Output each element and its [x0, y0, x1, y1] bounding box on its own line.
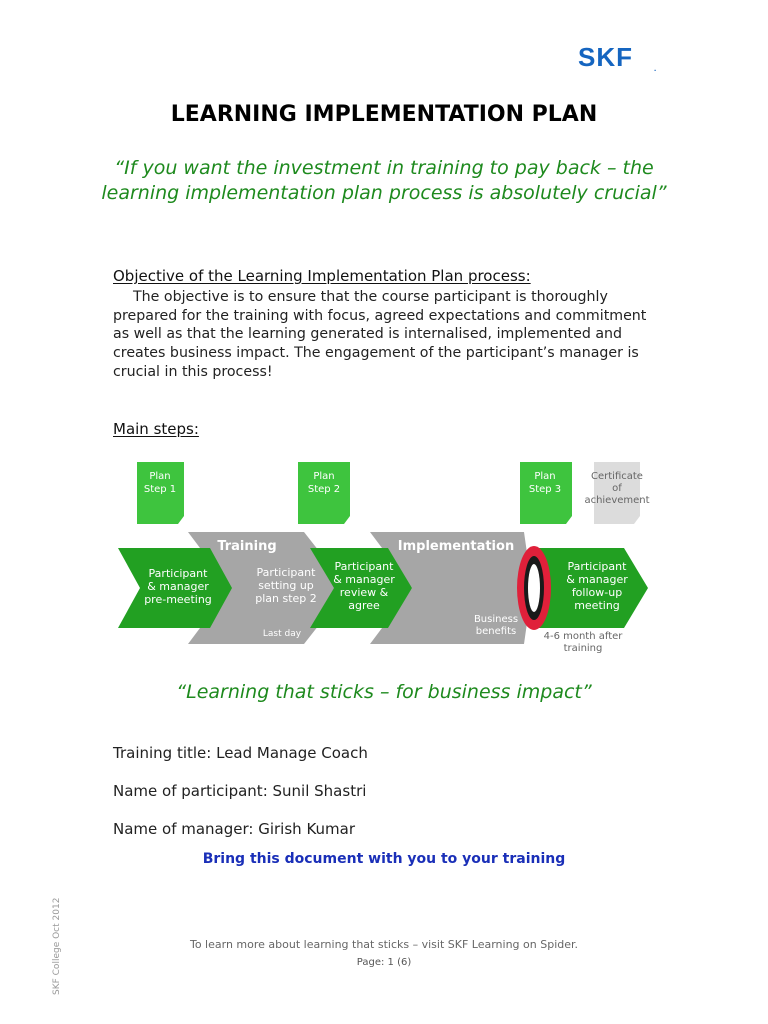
plan-step-3-line2: Step 3 [529, 484, 561, 495]
business-benefits-line1: Business [474, 614, 518, 625]
implementation-phase-band [370, 532, 532, 644]
objective-heading: Objective of the Learning Implementation… [113, 267, 531, 285]
intro-quote: “If you want the investment in training … [101, 157, 667, 204]
participant-name-field: Name of participant: Sunil Shastri [113, 782, 367, 800]
plan-step-2-line1: Plan [313, 471, 334, 482]
logo-text: SKF [578, 42, 633, 72]
step-1-line3: pre-meeting [144, 593, 212, 606]
step-1-line1: Participant [149, 567, 209, 580]
step-4-chevron [532, 548, 648, 628]
plan-step-1-doc: Plan Step 1 [137, 462, 184, 524]
plan-step-2-line2: Step 2 [308, 484, 340, 495]
training-phase-band [188, 532, 348, 644]
training-phase-label: Training [217, 539, 276, 554]
main-steps-heading: Main steps: [113, 420, 199, 438]
after-training-line2: training [564, 643, 603, 654]
closing-quote: “Learning that sticks – for business imp… [176, 681, 592, 703]
training-title-field: Training title: Lead Manage Coach [113, 744, 368, 762]
step-2-line1: Participant [257, 566, 317, 579]
certificate-doc: Certificate of achievement [584, 462, 650, 524]
step-2-line2: setting up [258, 579, 314, 592]
step-3-line1: Participant [335, 560, 395, 573]
bring-document-note: Bring this document with you to your tra… [202, 851, 566, 867]
plan-step-1-line2: Step 1 [144, 484, 176, 495]
logo-mark: . [654, 64, 658, 73]
objective-body: The objective is to ensure that the cour… [113, 289, 647, 380]
step-4-line1: Participant [568, 560, 628, 573]
page-number: Page: 1 (6) [356, 957, 412, 968]
skf-logo: SKF. [578, 42, 658, 73]
step-4-line2: & manager [566, 573, 628, 586]
plan-step-1-line1: Plan [149, 471, 170, 482]
bearing-ring-icon [517, 546, 551, 630]
certificate-line3: achievement [584, 495, 649, 506]
last-day-label: Last day [263, 629, 302, 639]
after-training-line1: 4-6 month after [544, 631, 624, 642]
footer-note: To learn more about learning that sticks… [189, 938, 579, 951]
implementation-phase-label: Implementation [398, 539, 514, 554]
step-3-line2: & manager [333, 573, 395, 586]
certificate-line1: Certificate [591, 471, 643, 482]
plan-step-3-line1: Plan [534, 471, 555, 482]
step-1-chevron [118, 548, 232, 628]
manager-name-field: Name of manager: Girish Kumar [113, 820, 356, 838]
page-title: LEARNING IMPLEMENTATION PLAN [170, 102, 598, 127]
step-1-line2: & manager [147, 580, 209, 593]
plan-step-3-doc: Plan Step 3 [520, 462, 572, 524]
step-4-line3: follow-up [572, 586, 622, 599]
step-3-chevron [310, 548, 412, 628]
side-date-label: SKF College Oct 2012 [52, 897, 62, 995]
step-4-line4: meeting [574, 599, 620, 612]
step-3-line3: review & [340, 586, 389, 599]
step-3-line4: agree [348, 599, 380, 612]
process-diagram: Plan Step 1 Plan Step 2 Plan Step 3 Cert… [118, 462, 650, 654]
certificate-line2: of [612, 483, 622, 494]
step-2-line3: plan step 2 [255, 592, 317, 605]
plan-step-2-doc: Plan Step 2 [298, 462, 350, 524]
business-benefits-line2: benefits [476, 626, 516, 637]
